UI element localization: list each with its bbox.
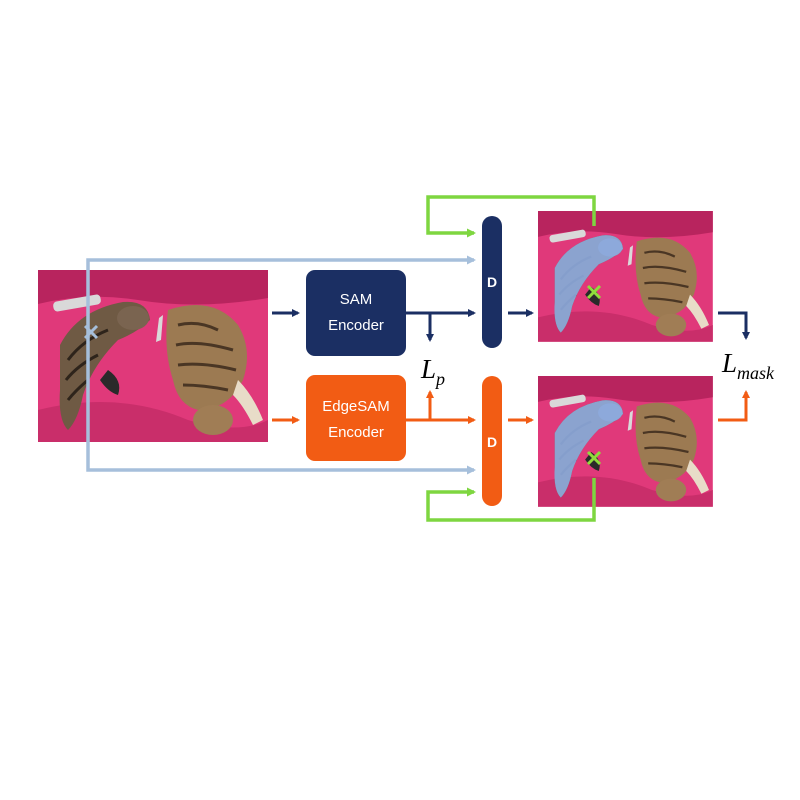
edgesam-encoder-box: EdgeSAM Encoder (306, 375, 406, 461)
decoder-top: D (482, 216, 502, 348)
edgesam-output-to-lmask-arrow (718, 390, 750, 422)
output-edgesam-point-marker (586, 450, 602, 466)
sam-encoder-line2: Encoder (328, 317, 384, 334)
decoder-top-label: D (487, 274, 497, 290)
sam-output-to-lmask-arrow (718, 311, 750, 340)
sam-encoder-box: SAM Encoder (306, 270, 406, 356)
decoder-bottom-label: D (487, 434, 497, 450)
feedback-arrow-bottom (426, 478, 596, 522)
prompt-arrow-bottom (86, 345, 476, 475)
output-image-edgesam (536, 374, 714, 508)
loss-mask-label: Lmask (721, 348, 775, 383)
input-image (36, 268, 270, 444)
output-sam-point-marker (586, 284, 602, 300)
output-image-sam (536, 209, 714, 343)
sam-encoder-line1: SAM (340, 291, 373, 308)
cat-photo-icon (36, 268, 270, 444)
prompt-arrow-top (86, 255, 476, 345)
edgesam-encoder-line1: EdgeSAM (322, 398, 390, 415)
feedback-arrow-top (426, 195, 596, 238)
decoder-bottom: D (482, 376, 502, 506)
loss-prompt-label: Lp (420, 354, 445, 389)
edgesam-encoder-line2: Encoder (328, 424, 384, 441)
